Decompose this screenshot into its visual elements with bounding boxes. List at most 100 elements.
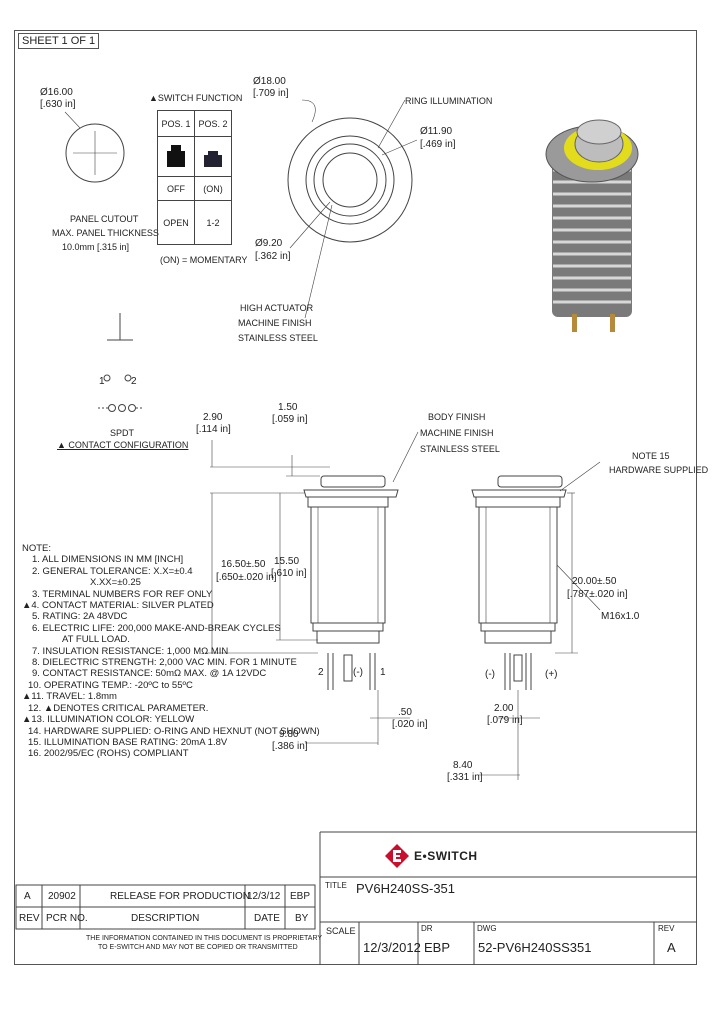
outer-dia-inch: [.709 in] xyxy=(253,88,289,99)
body-note-3: STAINLESS STEEL xyxy=(420,444,500,454)
note-7: 7. INSULATION RESISTANCE: 1,000 MΩ MIN xyxy=(32,645,229,657)
contact-pin-2: 2 xyxy=(131,376,137,387)
rev-row-rev: A xyxy=(24,891,31,902)
brand-name: E•SWITCH xyxy=(414,849,478,863)
ring-dia-inch: [.469 in] xyxy=(420,139,456,150)
panel-caption-1: PANEL CUTOUT xyxy=(70,214,139,224)
ring-illumination-label: RING ILLUMINATION xyxy=(405,96,493,106)
drawing-date: 12/3/2012 xyxy=(363,940,421,955)
side-view-outline xyxy=(471,461,601,780)
note-8: 8. DIELECTRIC STRENGTH: 2,000 VAC MIN. F… xyxy=(32,657,297,669)
dim-1550-inch: [.610 in] xyxy=(271,568,307,579)
notes-block: NOTE: 1. ALL DIMENSIONS IN MM [INCH] 2. … xyxy=(22,543,320,760)
note-14: 14. HARDWARE SUPPLIED: O-RING AND HEXNUT… xyxy=(28,725,320,737)
note-5: 5. RATING: 2A 48VDC xyxy=(32,611,128,623)
front-pin-minus: (-) xyxy=(353,667,363,678)
note-16: 16. 2002/95/EC (ROHS) COMPLIANT xyxy=(28,748,189,760)
dim-980: 9.80 xyxy=(279,729,299,740)
actuator-dia-inch: [.362 in] xyxy=(255,251,291,262)
drawing-sheet xyxy=(14,30,697,965)
note-0: NOTE: xyxy=(22,543,52,554)
rev-row-by: EBP xyxy=(290,891,311,902)
panel-caption-2: MAX. PANEL THICKNESS xyxy=(52,228,159,238)
rev-row-date: 12/3/12 xyxy=(247,891,281,902)
note-2: 2. GENERAL TOLERANCE: X.X=±0.4 xyxy=(32,565,193,577)
dim-980-inch: [.386 in] xyxy=(272,741,308,752)
e-switch-logo-icon xyxy=(385,844,409,868)
sheet-label: SHEET 1 OF 1 xyxy=(18,33,100,49)
dim-050: .50 xyxy=(398,707,412,718)
title-block-lines xyxy=(15,831,697,965)
hardware-supplied-label: HARDWARE SUPPLIED xyxy=(609,465,709,475)
sf-contact-pos1: OPEN xyxy=(157,200,195,245)
dim-200-inch: [.079 in] xyxy=(487,715,523,726)
rev-row-desc: RELEASE FOR PRODUCTION xyxy=(110,891,251,902)
momentary-footnote: (ON) = MOMENTARY xyxy=(160,255,248,265)
note-2b: X.XX=±0.25 xyxy=(90,577,141,589)
disclaimer-1: THE INFORMATION CONTAINED IN THIS DOCUME… xyxy=(86,935,323,942)
rev-label: REV xyxy=(658,924,675,933)
rev-header-by: BY xyxy=(295,913,309,924)
rev-row-pcr: 20902 xyxy=(48,891,76,902)
panel-cutout-leader xyxy=(64,111,81,129)
rev-header-date: DATE xyxy=(254,913,280,924)
front-view-outline xyxy=(206,431,419,745)
side-pin-plus: (+) xyxy=(545,669,558,680)
dim-840: 8.40 xyxy=(453,760,473,771)
dim-1650: 16.50±.50 xyxy=(221,559,266,570)
note-1: 1. ALL DIMENSIONS IN MM [INCH] xyxy=(32,554,184,566)
note-10: 10. OPERATING TEMP.: -20ºC to 55ºC xyxy=(28,679,193,691)
disclaimer-2: TO E-SWITCH AND MAY NOT BE COPIED OR TRA… xyxy=(98,944,298,951)
dim-150: 1.50 xyxy=(278,402,298,413)
panel-dia-inch: [.630 in] xyxy=(40,99,76,110)
actuator-note-1: HIGH ACTUATOR xyxy=(240,303,314,313)
actuator-note-2: MACHINE FINISH xyxy=(238,318,312,328)
note-9: 9. CONTACT RESISTANCE: 50mΩ MAX. @ 1A 12… xyxy=(32,668,267,680)
panel-dia: Ø16.00 xyxy=(40,87,73,98)
panel-cutout-circle xyxy=(65,123,125,183)
sf-pos2-symbol xyxy=(194,136,232,177)
switch-function-title: ▲SWITCH FUNCTION xyxy=(149,93,243,103)
dim-050-inch: [.020 in] xyxy=(392,719,428,730)
rev-header-rev: REV xyxy=(19,913,40,924)
rev-header-pcr: PCR NO. xyxy=(46,913,88,924)
revision: A xyxy=(667,940,676,955)
front-pin-2: 2 xyxy=(318,667,324,678)
front-pin-1: 1 xyxy=(380,667,386,678)
note-6b: AT FULL LOAD. xyxy=(62,634,130,646)
note-13: ▲13. ILLUMINATION COLOR: YELLOW xyxy=(22,714,195,726)
dim-1650-inch: [.650±.020 in] xyxy=(216,572,277,583)
side-pin-minus: (-) xyxy=(485,669,495,680)
e-switch-logo: E•SWITCH xyxy=(384,844,494,868)
actuator-down-icon xyxy=(204,150,222,167)
dim-2000: 20.00±.50 xyxy=(572,576,617,587)
sf-header-pos2: POS. 2 xyxy=(194,110,232,137)
dim-840-inch: [.331 in] xyxy=(447,772,483,783)
note-15: 15. ILLUMINATION BASE RATING: 20mA 1.8V xyxy=(28,736,228,748)
body-note-2: MACHINE FINISH xyxy=(420,428,494,438)
dim-290-inch: [.114 in] xyxy=(196,424,231,435)
dim-150-inch: [.059 in] xyxy=(272,414,308,425)
contact-symbol xyxy=(98,313,142,412)
thread-label: M16x1.0 xyxy=(601,611,640,622)
drawing-number: 52-PV6H240SS351 xyxy=(478,940,592,955)
note-11: ▲11. TRAVEL: 1.8mm xyxy=(22,691,117,703)
title-label: TITLE xyxy=(325,881,347,890)
sf-state-pos1: OFF xyxy=(157,176,195,201)
note-12: 12. ▲DENOTES CRITICAL PARAMETER. xyxy=(28,702,209,714)
top-view-circles xyxy=(287,99,418,319)
rev-header-desc: DESCRIPTION xyxy=(131,913,200,924)
note15-label: NOTE 15 xyxy=(632,451,670,461)
sf-state-pos2: (ON) xyxy=(194,176,232,201)
sf-header-pos1: POS. 1 xyxy=(157,110,195,137)
contact-config-label: ▲ CONTACT CONFIGURATION xyxy=(57,440,189,450)
dr-label: DR xyxy=(421,924,433,933)
actuator-up-icon xyxy=(167,144,185,167)
product-illustration xyxy=(545,119,639,332)
note-6: 6. ELECTRIC LIFE: 200,000 MAKE-AND-BREAK… xyxy=(32,622,281,634)
note-4: ▲4. CONTACT MATERIAL: SILVER PLATED xyxy=(22,600,214,612)
body-note-1: BODY FINISH xyxy=(428,412,486,422)
dim-1550: 15.50 xyxy=(274,556,300,567)
